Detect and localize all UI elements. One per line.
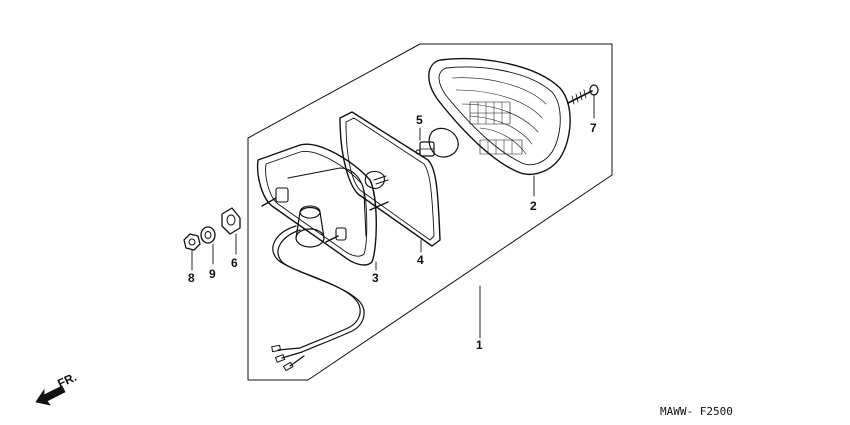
front-arrow-icon (35, 385, 66, 406)
front-direction-label: FR. (55, 370, 78, 391)
wire-harness (271, 225, 365, 372)
part-grommet (221, 207, 241, 235)
callout-7: 7 (590, 121, 597, 135)
callout-1: 1 (476, 338, 483, 352)
callout-9: 9 (209, 267, 216, 281)
callout-3: 3 (372, 271, 379, 285)
part-bulb (415, 127, 459, 158)
callout-5: 5 (416, 113, 423, 127)
part-base (256, 143, 389, 266)
figure-code: MAWW- F2500 (660, 405, 733, 418)
callout-8: 8 (188, 271, 195, 285)
callout-4: 4 (417, 253, 424, 267)
callout-6: 6 (231, 256, 238, 270)
part-washer (200, 226, 216, 244)
part-nut (183, 233, 201, 251)
callout-2: 2 (530, 199, 537, 213)
leader-lines (191, 95, 595, 339)
part-gasket (339, 111, 441, 247)
part-lens (428, 57, 571, 176)
part-screw (567, 84, 599, 105)
assembly-frame (247, 43, 613, 381)
